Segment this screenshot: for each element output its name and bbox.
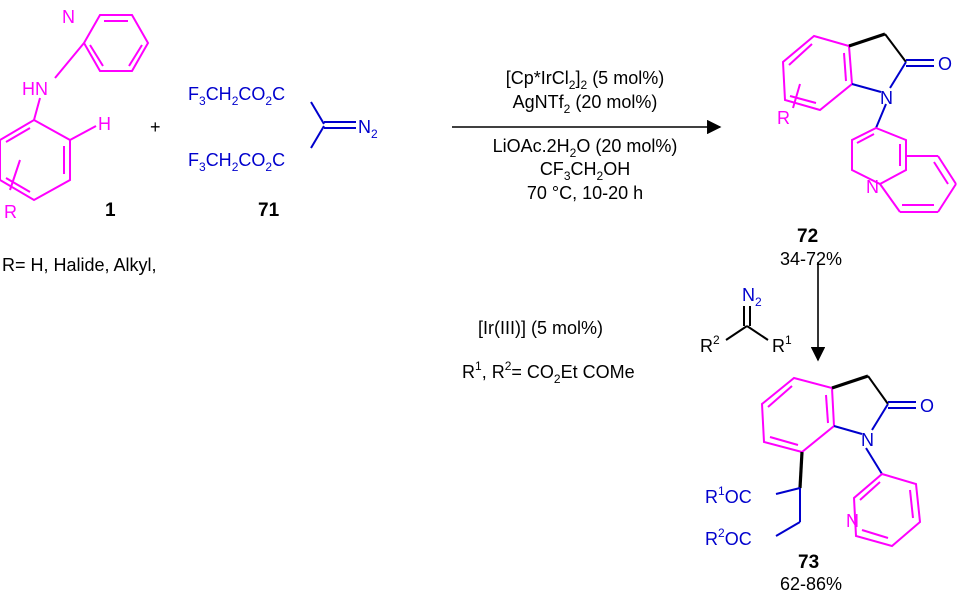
step2-conditions: [Ir(III)] (5 mol%) R1, R2= CO2Et COMe [462, 318, 635, 386]
diazo-reagent-r1: R1 [772, 333, 792, 356]
compound-1-nh-label: HN [22, 79, 48, 99]
compound-72-pyridine-n: N [866, 177, 879, 197]
compound-71-bottom-ester: F3CH2CO2C [188, 150, 285, 174]
compound-71-top-ester: F3CH2CO2C [188, 84, 285, 108]
compound-73-pyridine-ring [852, 472, 922, 548]
compound-73-yield: 62-86% [780, 574, 842, 594]
compound-71: F3CH2CO2C F3CH2CO2C N2 71 [188, 84, 378, 221]
plus-sign: + [150, 117, 161, 137]
compound-1-aniline-ring [0, 118, 97, 202]
compound-72: O N R N 72 34-72% [777, 32, 957, 269]
compound-73-pyridine-n: N [846, 511, 859, 531]
compound-72-r-label: R [777, 108, 790, 128]
compound-1-number: 1 [105, 200, 116, 221]
diazo-reagent-n2: N2 [742, 285, 762, 309]
compound-73-r2oc: R2OC [705, 526, 752, 549]
compound-1-r-label: R [4, 202, 17, 222]
compound-1-pyridine-ring [33, 14, 150, 121]
step2-catalyst: [Ir(III)] (5 mol%) [478, 318, 603, 338]
compound-72-yield: 34-72% [780, 249, 842, 269]
compound-73-number: 73 [798, 552, 819, 573]
compound-71-bonds [310, 101, 356, 149]
compound-72-oxygen: O [938, 54, 952, 74]
step1-conditions: [Cp*IrCl2]2 (5 mol%) AgNTf2 (20 mol%) Li… [493, 68, 678, 203]
diazo-reagent-r2: R2 [700, 333, 720, 356]
compound-72-number: 72 [797, 226, 818, 247]
compound-72-pyridine-ring [851, 126, 957, 213]
step1-solvent: CF3CH2OH [540, 159, 630, 183]
diazo-reagent-bonds [725, 306, 769, 341]
compound-71-diazo: N2 [358, 117, 378, 141]
compound-71-number: 71 [258, 200, 280, 221]
compound-72-lactam-ring [848, 32, 934, 129]
compound-1: N HN H R 1 [0, 7, 150, 222]
diazo-reagent: N2 R2 R1 [700, 285, 792, 356]
compound-73-lactam-ring [831, 374, 916, 475]
compound-72-nitrogen: N [880, 88, 893, 108]
r-definition: R= H, Halide, Alkyl, [2, 255, 157, 275]
step1-base: LiOAc.2H2O (20 mol%) [493, 136, 678, 160]
compound-1-pyridine-n: N [62, 7, 75, 27]
step1-catalyst: [Cp*IrCl2]2 (5 mol%) [506, 68, 664, 92]
compound-73-benzene-ring [760, 376, 836, 454]
compound-73-oxygen: O [920, 396, 934, 416]
step1-temperature: 70 °C, 10-20 h [527, 183, 643, 203]
compound-73: O N N R1OC R2OC 73 62-86% [705, 374, 934, 594]
compound-73-side-chain [775, 451, 804, 537]
compound-1-h-label: H [98, 114, 111, 134]
compound-72-benzene-ring [781, 34, 854, 112]
compound-73-nitrogen: N [861, 430, 874, 450]
compound-73-r1oc: R1OC [705, 484, 752, 507]
step2-r-definition: R1, R2= CO2Et COMe [462, 359, 635, 386]
step1-additive: AgNTf2 (20 mol%) [513, 92, 658, 116]
